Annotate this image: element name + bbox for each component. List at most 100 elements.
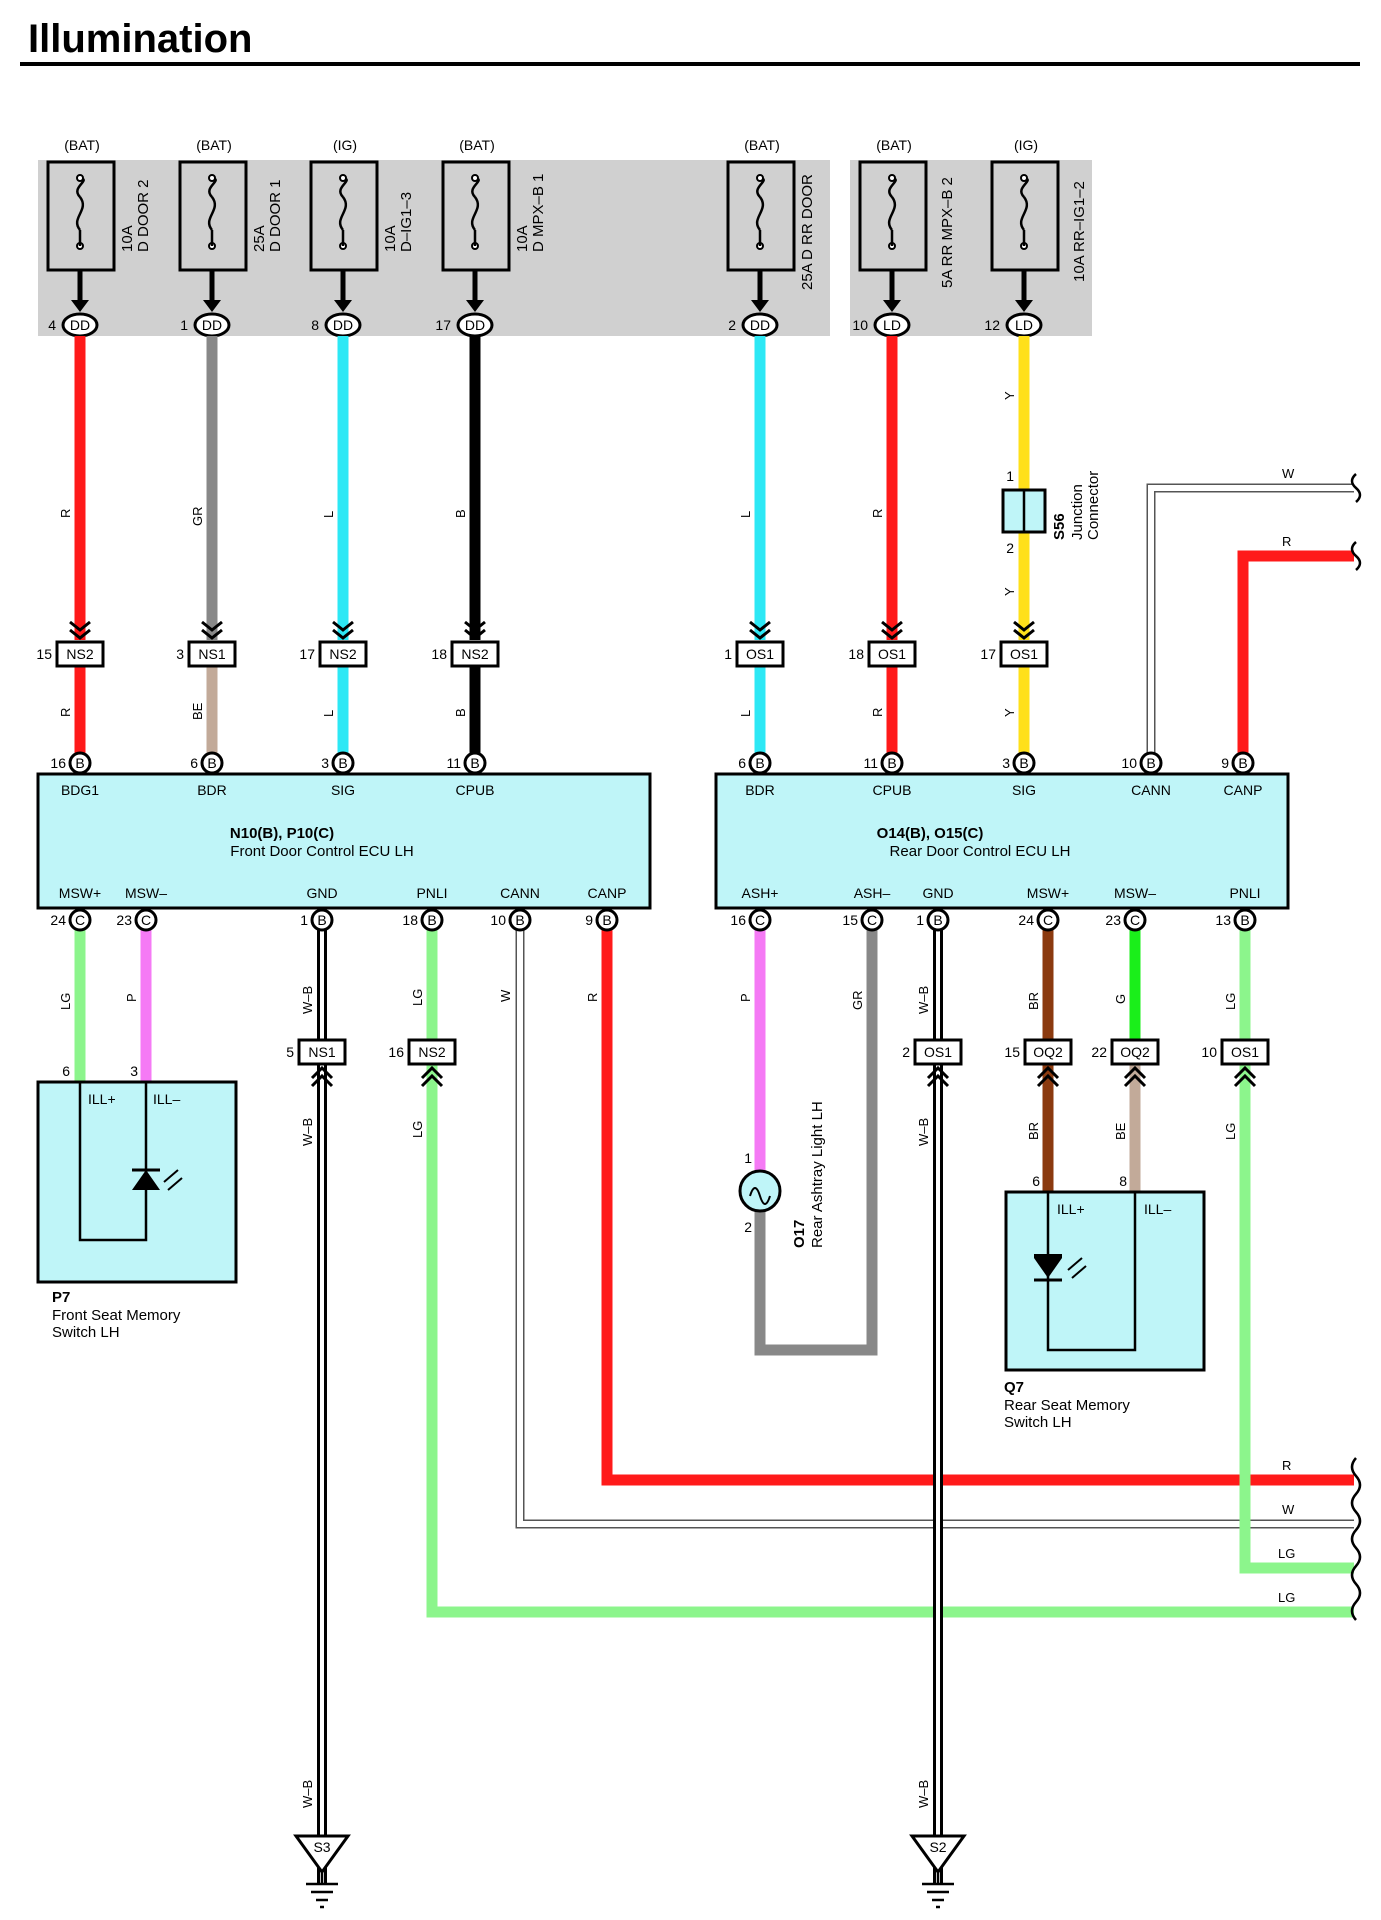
fuse-rating: 10A bbox=[382, 225, 399, 252]
wire-label: R bbox=[870, 708, 885, 717]
conn-id: NS1 bbox=[308, 1044, 335, 1060]
fuse-3: (IG) 10A D–IG1–3 DD 8 bbox=[309, 137, 415, 338]
conn-id: NS2 bbox=[329, 646, 356, 662]
fuse-conn: LD bbox=[883, 317, 901, 333]
fuse-conn: DD bbox=[70, 317, 90, 333]
wire-label: R bbox=[585, 993, 600, 1002]
inline-conn: OS1 10 bbox=[1201, 1038, 1270, 1088]
lower-wire-labels: LG P W–B LG W R W–B LG W–B P GR W–B W–B … bbox=[58, 986, 1238, 1808]
pin-name: ASH+ bbox=[742, 885, 779, 901]
pin-num: 1 bbox=[300, 912, 308, 928]
fuse-supply: (BAT) bbox=[196, 137, 232, 153]
fuse-conn: LD bbox=[1015, 317, 1033, 333]
fuse-name: D MPX–B 1 bbox=[530, 174, 547, 252]
fuse-pin: 10 bbox=[852, 317, 868, 333]
pin-conn: B bbox=[470, 755, 479, 771]
pin-num: 11 bbox=[863, 755, 878, 771]
pin-name: BDR bbox=[197, 782, 227, 798]
pin-conn: B bbox=[317, 912, 326, 928]
ecu-pin: MSW–C23 bbox=[116, 885, 167, 932]
conn-pin: 16 bbox=[388, 1044, 404, 1060]
switch-pin-plus: 6 bbox=[62, 1063, 70, 1079]
fuse-name: D DOOR 2 bbox=[135, 179, 152, 252]
conn-id: OS1 bbox=[924, 1044, 952, 1060]
conn-pin: 17 bbox=[980, 646, 996, 662]
wire-label: LG bbox=[1223, 993, 1238, 1010]
wire-label: L bbox=[738, 710, 753, 717]
wire-label: P bbox=[124, 993, 139, 1002]
pin-num: 6 bbox=[190, 755, 198, 771]
conn-id: NS2 bbox=[418, 1044, 445, 1060]
pin-conn: B bbox=[515, 912, 524, 928]
pin-num: 9 bbox=[1221, 755, 1229, 771]
pin-num: 13 bbox=[1215, 912, 1231, 928]
inline-connectors-lower: NS1 5 NS2 16 OS1 2 OQ2 15 OQ bbox=[286, 1038, 1270, 1088]
conn-id: OS1 bbox=[1231, 1044, 1259, 1060]
conn-id: OS1 bbox=[878, 646, 906, 662]
pin-num: 11 bbox=[446, 755, 461, 771]
wire-label: BE bbox=[1113, 1122, 1128, 1140]
wire-label: GR bbox=[850, 991, 865, 1011]
ground-s2: S2 bbox=[909, 1834, 967, 1909]
pin-conn: B bbox=[1019, 755, 1028, 771]
ashtray-pin-top: 1 bbox=[744, 1150, 752, 1166]
switch-name-1: Rear Seat Memory bbox=[1004, 1397, 1130, 1414]
led-icon bbox=[1034, 1258, 1062, 1278]
fuse-pin: 17 bbox=[435, 317, 451, 333]
ground-s3: S3 bbox=[293, 1834, 351, 1909]
fuse-supply: (BAT) bbox=[744, 137, 780, 153]
wire-label: BR bbox=[1026, 992, 1041, 1010]
fuse-name: 10A RR–IG1–2 bbox=[1071, 181, 1088, 282]
inline-conn: NS2 16 bbox=[388, 1038, 457, 1088]
conn-pin: 15 bbox=[36, 646, 52, 662]
ashtray-name: Rear Ashtray Light LH bbox=[809, 1101, 826, 1248]
wire-label: Y bbox=[1002, 708, 1017, 717]
switch-id: Q7 bbox=[1004, 1379, 1024, 1396]
inline-conn: OS1 18 bbox=[848, 620, 917, 668]
fuse-pin: 8 bbox=[311, 317, 319, 333]
pin-name: CPUB bbox=[456, 782, 495, 798]
pin-conn: B bbox=[75, 755, 84, 771]
fuse-2: (BAT) 25A D DOOR 1 DD 1 bbox=[178, 137, 284, 338]
wire-label: W–B bbox=[916, 1118, 931, 1146]
pin-name: CANN bbox=[500, 885, 540, 901]
wire-label: W–B bbox=[300, 986, 315, 1014]
inline-conn: NS1 5 bbox=[286, 1038, 347, 1088]
wire-label: BE bbox=[190, 702, 205, 720]
inline-conn: OQ2 15 bbox=[1004, 1038, 1073, 1088]
pin-conn: B bbox=[887, 755, 896, 771]
inline-conn: OS1 17 bbox=[980, 620, 1049, 668]
pin-num: 3 bbox=[321, 755, 329, 771]
fuse-pin: 1 bbox=[180, 317, 188, 333]
pin-conn: C bbox=[755, 912, 765, 928]
ecu-rear-name: Rear Door Control ECU LH bbox=[890, 843, 1071, 860]
conn-pin: 22 bbox=[1091, 1044, 1107, 1060]
fuse-panel-left bbox=[38, 160, 830, 336]
wire-label: BR bbox=[1026, 1122, 1041, 1140]
pin-num: 18 bbox=[402, 912, 418, 928]
pin-conn: C bbox=[1043, 912, 1053, 928]
pin-num: 23 bbox=[1105, 912, 1121, 928]
ground-id: S2 bbox=[929, 1839, 946, 1855]
right-exits: R W LG LG bbox=[1278, 1457, 1362, 1621]
wire-label: LG bbox=[1223, 1123, 1238, 1140]
switch-name-1: Front Seat Memory bbox=[52, 1307, 181, 1324]
wire-label: L bbox=[321, 511, 336, 518]
ecu-front-id: N10(B), P10(C) bbox=[230, 825, 334, 842]
pin-name: ASH– bbox=[854, 885, 891, 901]
fuse-pin: 4 bbox=[48, 317, 56, 333]
pin-conn: B bbox=[338, 755, 347, 771]
fuse-conn: DD bbox=[333, 317, 353, 333]
pin-num: 16 bbox=[730, 912, 746, 928]
wire-lg-rear-pnli bbox=[1239, 928, 1354, 1574]
pin-conn: B bbox=[1238, 755, 1247, 771]
fuse-pin: 2 bbox=[728, 317, 736, 333]
